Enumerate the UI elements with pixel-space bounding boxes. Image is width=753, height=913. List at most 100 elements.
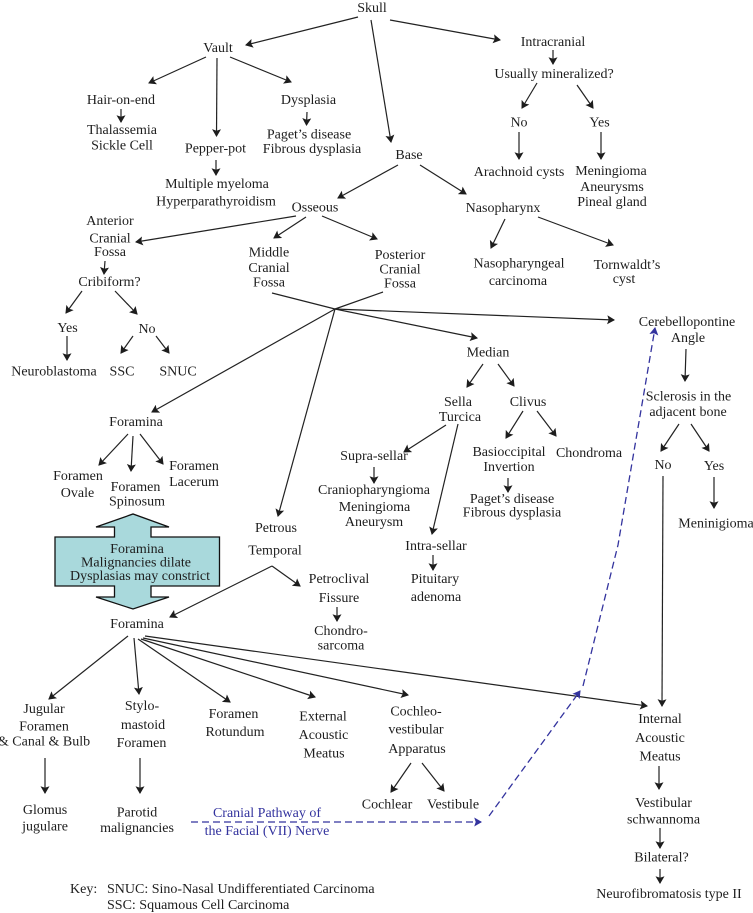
svg-text:Nasopharynx: Nasopharynx — [466, 201, 541, 216]
svg-text:Meningioma: Meningioma — [339, 500, 411, 515]
svg-text:Stylo-: Stylo- — [125, 699, 160, 714]
svg-text:Paget’s disease: Paget’s disease — [267, 128, 351, 143]
svg-text:Petrous: Petrous — [255, 521, 297, 536]
svg-text:Cranial Pathway of: Cranial Pathway of — [213, 806, 321, 821]
svg-text:Yes: Yes — [704, 459, 724, 474]
svg-text:Meatus: Meatus — [639, 750, 680, 765]
svg-text:Foramen: Foramen — [117, 736, 167, 751]
svg-text:Foramen: Foramen — [111, 480, 161, 495]
svg-text:Dysplasia: Dysplasia — [281, 93, 337, 108]
svg-text:adenoma: adenoma — [411, 590, 462, 605]
svg-text:Hyperparathyroidism: Hyperparathyroidism — [156, 195, 276, 210]
svg-text:Supra-sellar: Supra-sellar — [340, 449, 408, 464]
svg-text:Glomus: Glomus — [23, 803, 67, 818]
svg-text:Foramina: Foramina — [110, 542, 164, 557]
svg-text:Spinosum: Spinosum — [109, 495, 165, 510]
svg-text:Meningioma: Meningioma — [575, 164, 647, 179]
svg-text:Fossa: Fossa — [94, 245, 127, 260]
svg-text:Clivus: Clivus — [510, 395, 547, 410]
svg-text:Pepper-pot: Pepper-pot — [185, 142, 246, 157]
svg-text:Arachnoid cysts: Arachnoid cysts — [474, 165, 565, 180]
svg-text:jugulare: jugulare — [21, 820, 68, 835]
svg-text:& Canal & Bulb: & Canal & Bulb — [0, 735, 90, 750]
svg-text:Chondro-: Chondro- — [314, 624, 368, 639]
svg-text:Key:: Key: — [70, 882, 97, 897]
svg-text:Foramen: Foramen — [169, 459, 219, 474]
svg-text:Cochlear: Cochlear — [362, 798, 413, 813]
svg-text:Cranial: Cranial — [89, 232, 130, 247]
svg-text:Yes: Yes — [57, 321, 77, 336]
svg-text:Anterior: Anterior — [86, 214, 134, 229]
svg-text:Meninigioma: Meninigioma — [678, 517, 753, 532]
svg-text:Acoustic: Acoustic — [299, 728, 349, 743]
svg-text:carcinoma: carcinoma — [489, 274, 548, 289]
svg-text:Multiple myeloma: Multiple myeloma — [165, 177, 270, 192]
svg-text:Parotid: Parotid — [117, 806, 157, 821]
svg-text:Sella: Sella — [444, 395, 473, 410]
svg-text:Sickle Cell: Sickle Cell — [91, 139, 153, 154]
svg-text:Chondroma: Chondroma — [556, 446, 623, 461]
svg-text:Foramen: Foramen — [19, 720, 69, 735]
svg-text:Usually mineralized?: Usually mineralized? — [494, 67, 613, 82]
svg-text:Fibrous dysplasia: Fibrous dysplasia — [263, 142, 362, 157]
svg-text:Intra-sellar: Intra-sellar — [405, 539, 467, 554]
svg-text:schwannoma: schwannoma — [627, 813, 701, 828]
svg-text:Paget’s disease: Paget’s disease — [470, 492, 554, 507]
svg-text:Fossa: Fossa — [253, 276, 286, 291]
svg-text:Intracranial: Intracranial — [521, 35, 586, 50]
svg-text:vestibular: vestibular — [388, 723, 444, 738]
svg-text:Cochleo-: Cochleo- — [390, 705, 442, 720]
svg-text:Cranial: Cranial — [379, 263, 420, 278]
svg-text:Foramina: Foramina — [109, 415, 163, 430]
svg-text:Foramen: Foramen — [209, 707, 259, 722]
svg-text:Ovale: Ovale — [61, 486, 94, 501]
svg-text:Hair-on-end: Hair-on-end — [87, 93, 155, 108]
svg-text:Yes: Yes — [589, 116, 609, 131]
svg-text:Temporal: Temporal — [248, 544, 302, 559]
svg-text:Aneurysms: Aneurysms — [580, 180, 644, 195]
svg-text:Cranial: Cranial — [248, 261, 289, 276]
svg-text:Sclerosis in the: Sclerosis in the — [646, 390, 732, 405]
svg-text:Pineal gland: Pineal gland — [577, 195, 647, 210]
svg-text:Petroclival: Petroclival — [309, 572, 370, 587]
svg-text:Vault: Vault — [203, 41, 233, 56]
svg-text:Acoustic: Acoustic — [635, 731, 685, 746]
svg-text:Osseous: Osseous — [292, 201, 339, 216]
svg-text:Pituitary: Pituitary — [411, 572, 459, 587]
svg-text:cyst: cyst — [613, 272, 636, 287]
svg-text:Lacerum: Lacerum — [169, 475, 219, 490]
svg-text:Turcica: Turcica — [439, 410, 482, 425]
svg-text:Cribiform?: Cribiform? — [78, 275, 140, 290]
svg-text:Middle: Middle — [249, 246, 289, 261]
svg-text:Tornwaldt’s: Tornwaldt’s — [594, 258, 661, 273]
svg-text:SSC: Squamous Cell Carcinoma: SSC: Squamous Cell Carcinoma — [107, 898, 290, 913]
svg-text:No: No — [654, 458, 671, 473]
svg-text:Foramen: Foramen — [53, 469, 103, 484]
svg-text:Fossa: Fossa — [384, 277, 417, 292]
svg-text:the Facial (VII) Nerve: the Facial (VII) Nerve — [205, 824, 330, 839]
svg-text:Aneurysm: Aneurysm — [345, 515, 403, 530]
svg-text:Base: Base — [395, 148, 422, 163]
svg-text:malignancies: malignancies — [100, 821, 174, 836]
svg-text:Posterior: Posterior — [375, 248, 426, 263]
svg-text:Neurofibromatosis type II: Neurofibromatosis type II — [596, 887, 742, 902]
svg-text:Fibrous dysplasia: Fibrous dysplasia — [463, 506, 562, 521]
svg-text:Vestibule: Vestibule — [427, 798, 479, 813]
svg-text:Nasopharyngeal: Nasopharyngeal — [474, 257, 565, 272]
svg-text:Basioccipital: Basioccipital — [472, 445, 545, 460]
svg-text:adjacent bone: adjacent bone — [649, 405, 726, 420]
svg-text:Jugular: Jugular — [23, 702, 65, 717]
svg-text:Cerebellopontine: Cerebellopontine — [639, 315, 735, 330]
svg-text:Meatus: Meatus — [303, 747, 344, 762]
svg-text:SNUC: SNUC — [159, 365, 196, 380]
svg-text:sarcoma: sarcoma — [318, 639, 365, 654]
svg-text:Foramina: Foramina — [110, 617, 164, 632]
svg-text:Dysplasias may constrict: Dysplasias may constrict — [70, 569, 210, 584]
svg-text:SSC: SSC — [110, 365, 135, 380]
svg-text:Invertion: Invertion — [483, 460, 534, 475]
svg-text:Malignancies dilate: Malignancies dilate — [81, 556, 191, 571]
svg-text:External: External — [299, 710, 347, 725]
svg-text:Craniopharyngioma: Craniopharyngioma — [318, 483, 431, 498]
svg-text:Skull: Skull — [357, 1, 387, 16]
svg-text:Thalassemia: Thalassemia — [87, 123, 158, 138]
